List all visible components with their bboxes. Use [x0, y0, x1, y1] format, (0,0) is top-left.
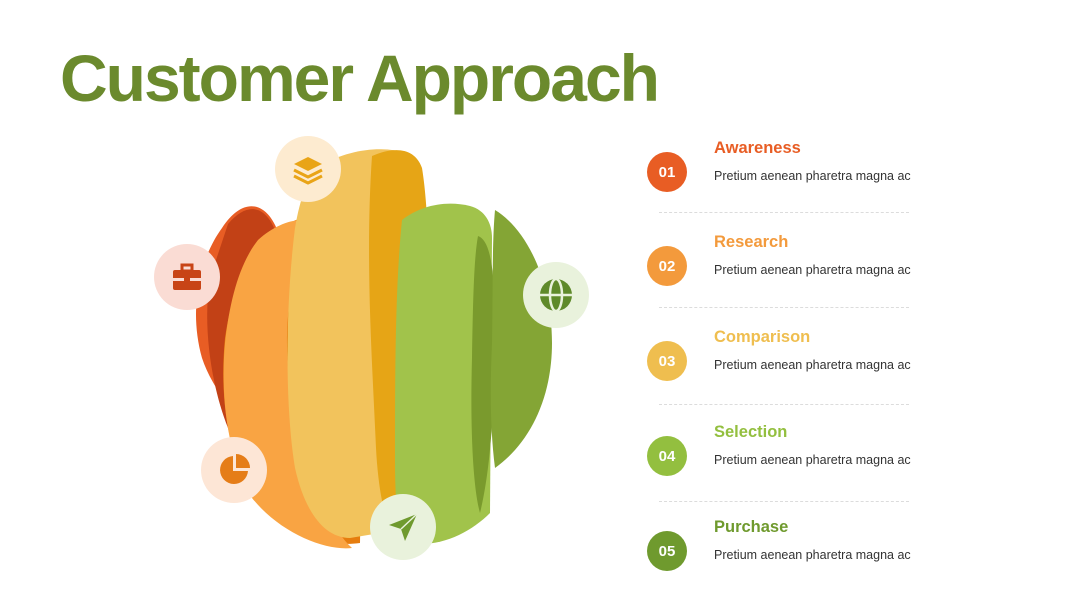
send-icon-badge [370, 494, 436, 560]
step-number: 01 [647, 152, 687, 192]
pie-chart-icon [220, 454, 250, 484]
step-number: 05 [647, 531, 687, 571]
layers-icon-badge [275, 136, 341, 202]
send-icon [389, 513, 418, 541]
step-awareness: 01 Awareness Pretium aenean pharetra mag… [645, 138, 925, 198]
layers-icon [293, 157, 323, 185]
step-description: Pretium aenean pharetra magna ac [714, 548, 911, 562]
step-heading: Research [714, 233, 789, 251]
step-divider [659, 307, 909, 308]
step-divider [659, 212, 909, 213]
step-number: 02 [647, 246, 687, 286]
globe-icon [540, 277, 572, 313]
sphere-segment-4 [395, 203, 495, 544]
briefcase-icon-badge [154, 244, 220, 310]
step-description: Pretium aenean pharetra magna ac [714, 453, 911, 467]
step-description: Pretium aenean pharetra magna ac [714, 169, 911, 183]
step-divider [659, 404, 909, 405]
step-description: Pretium aenean pharetra magna ac [714, 358, 911, 372]
briefcase-icon [173, 263, 201, 290]
step-number: 04 [647, 436, 687, 476]
pie-chart-icon-badge [201, 437, 267, 503]
step-heading: Awareness [714, 139, 801, 157]
step-selection: 04 Selection Pretium aenean pharetra mag… [645, 422, 925, 482]
sphere-segment-5 [490, 210, 552, 468]
step-number: 03 [647, 341, 687, 381]
segmented-sphere-graphic [195, 149, 552, 549]
step-research: 02 Research Pretium aenean pharetra magn… [645, 232, 925, 292]
step-heading: Selection [714, 423, 788, 441]
step-heading: Comparison [714, 328, 811, 346]
globe-icon-badge [523, 262, 589, 328]
step-heading: Purchase [714, 518, 789, 536]
step-purchase: 05 Purchase Pretium aenean pharetra magn… [645, 517, 925, 577]
page-title: Customer Approach [60, 41, 660, 115]
step-comparison: 03 Comparison Pretium aenean pharetra ma… [645, 327, 925, 387]
step-divider [659, 501, 909, 502]
step-description: Pretium aenean pharetra magna ac [714, 263, 911, 277]
